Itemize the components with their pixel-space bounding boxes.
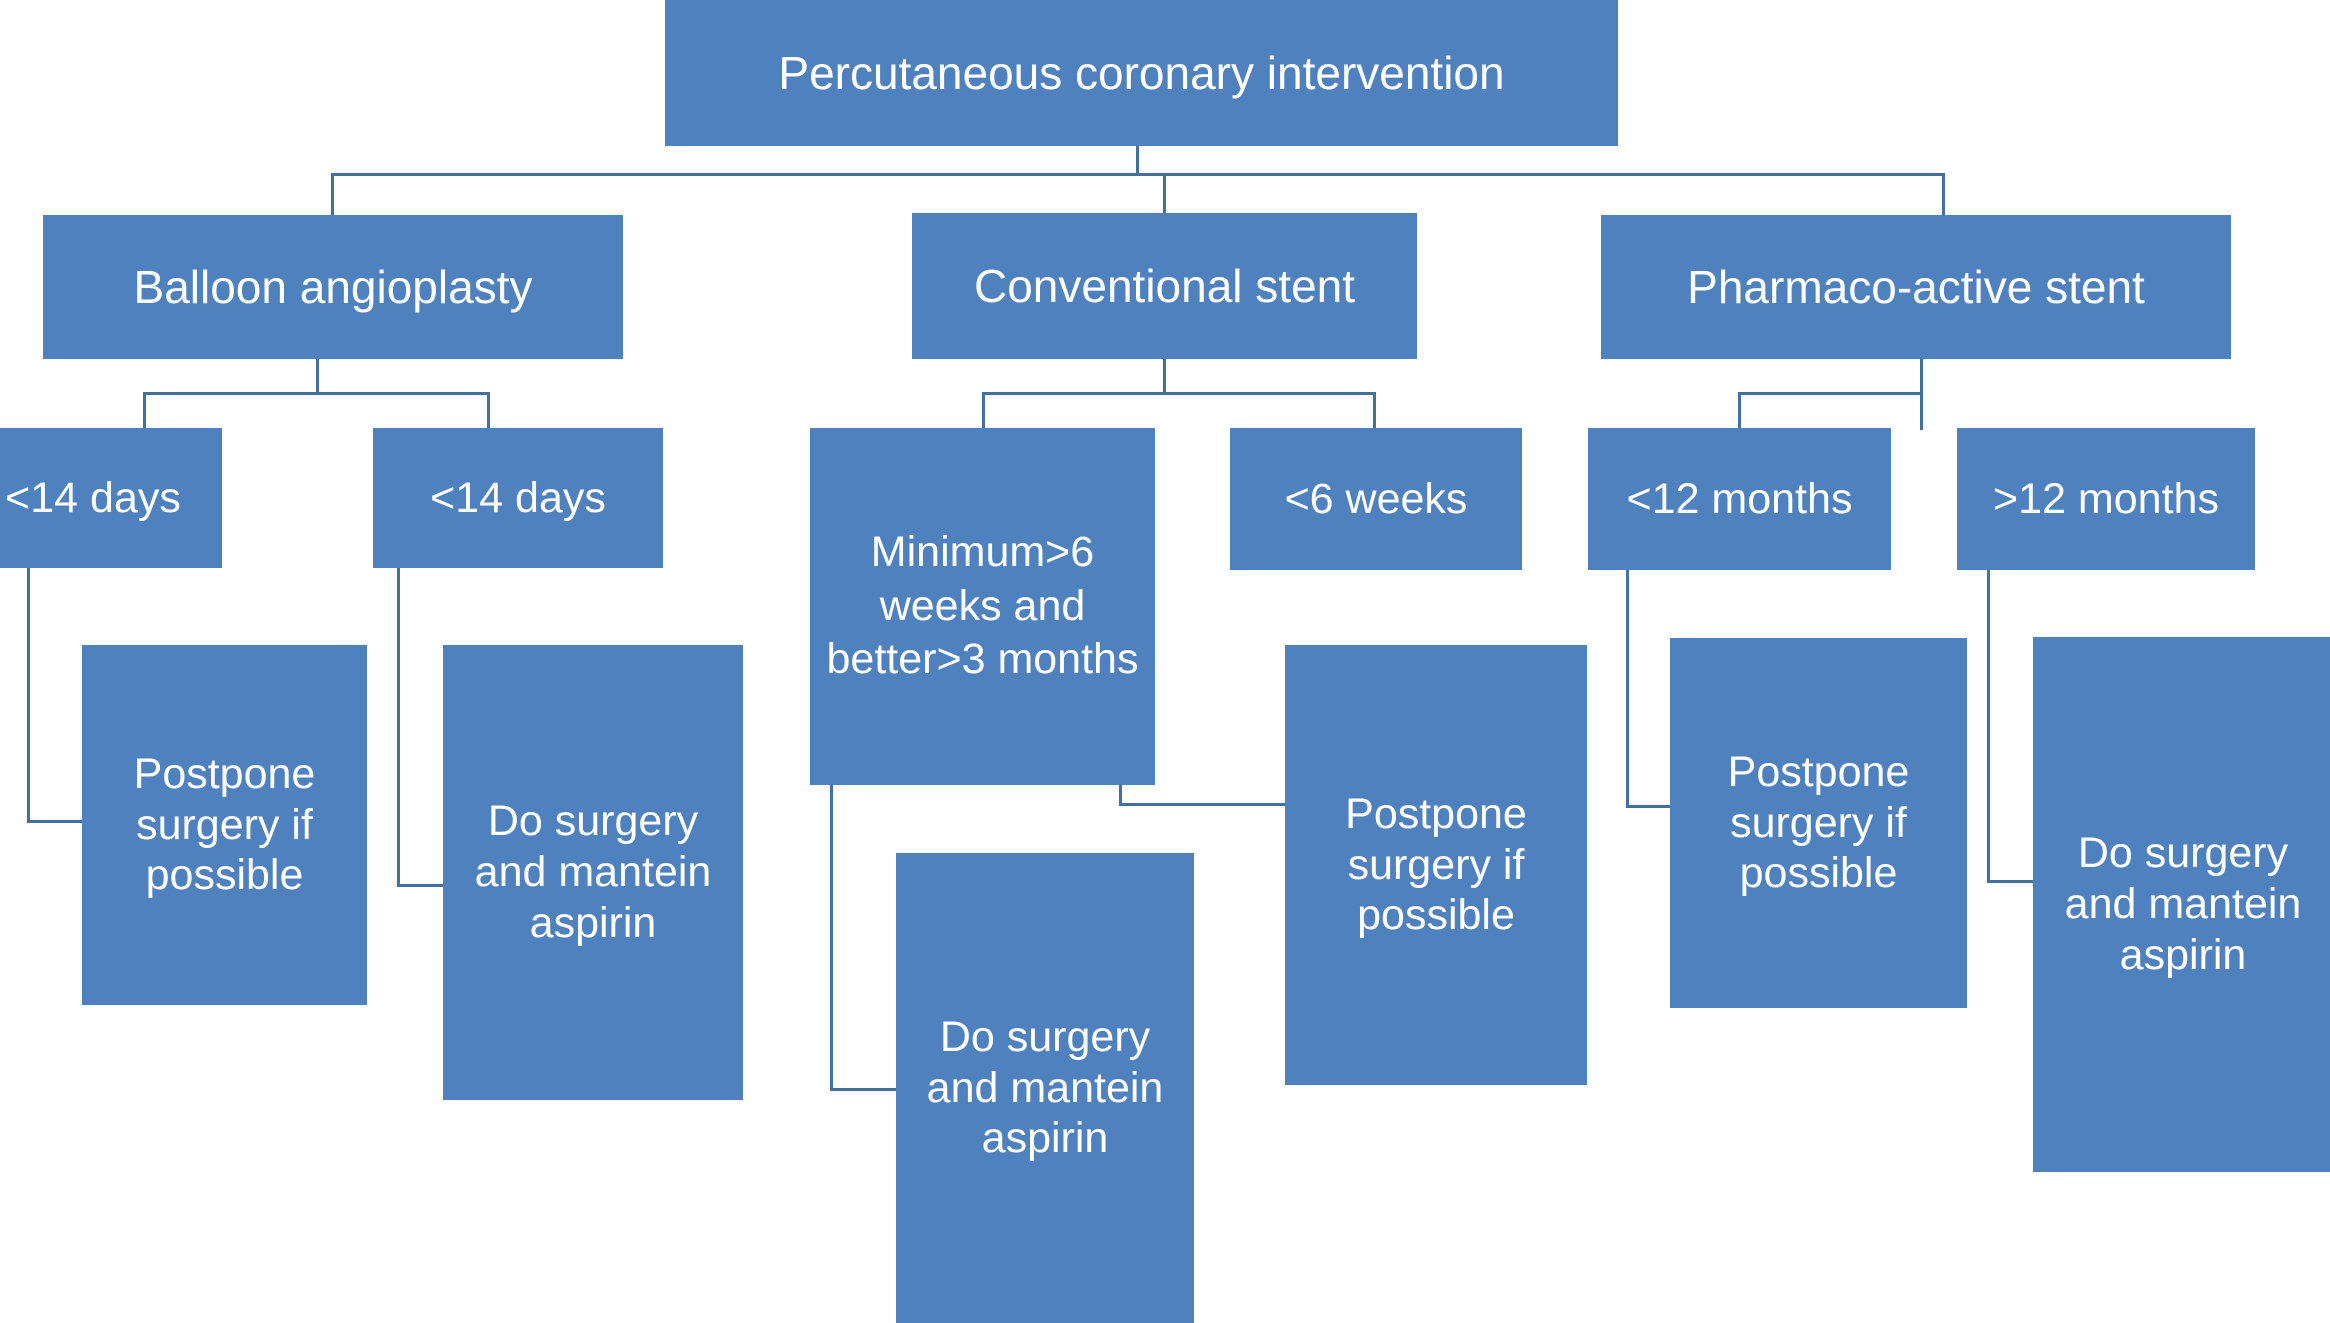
connector-conventional-to-right-timing xyxy=(1373,392,1376,430)
node-balloon-right-action[interactable]: Do surgery and mantein aspirin xyxy=(443,645,743,1100)
node-pharmaco-right-timing[interactable]: >12 months xyxy=(1957,428,2255,570)
connector-conventional-right-elbow-h xyxy=(1119,803,1287,806)
node-balloon-left-action[interactable]: Postpone surgery if possible xyxy=(82,645,367,1005)
connector-balloon-bus xyxy=(143,392,490,395)
node-balloon-left-timing[interactable]: <14 days xyxy=(0,428,222,568)
connector-pharmaco-to-left-timing xyxy=(1738,392,1741,430)
node-conventional-left-timing[interactable]: Minimum>6 weeks and better>3 months xyxy=(810,428,1155,785)
connector-pharmaco-right-elbow-v xyxy=(1987,570,1990,883)
node-branch-pharmaco[interactable]: Pharmaco-active stent xyxy=(1601,215,2231,359)
connector-pharmaco-bus xyxy=(1738,392,1923,395)
node-conventional-left-action[interactable]: Do surgery and mantein aspirin xyxy=(896,853,1194,1323)
node-branch-conventional[interactable]: Conventional stent xyxy=(912,213,1417,359)
connector-conventional-bus xyxy=(982,392,1376,395)
connector-root-stem xyxy=(1136,145,1139,175)
connector-pharmaco-left-elbow-v xyxy=(1626,570,1629,808)
connector-balloon-left-elbow-h xyxy=(27,820,82,823)
connector-conventional-stem xyxy=(1163,358,1166,394)
connector-root-to-pharmaco xyxy=(1942,173,1945,217)
connector-balloon-left-elbow-v xyxy=(27,567,30,823)
connector-root-bus xyxy=(331,173,1945,176)
connector-conventional-left-elbow-v xyxy=(830,785,833,1090)
node-conventional-right-action[interactable]: Postpone surgery if possible xyxy=(1285,645,1587,1085)
node-root[interactable]: Percutaneous coronary intervention xyxy=(665,0,1618,146)
connector-pharmaco-right-elbow-h xyxy=(1987,880,2037,883)
connector-pharmaco-to-right-timing xyxy=(1920,392,1923,430)
node-conventional-right-timing[interactable]: <6 weeks xyxy=(1230,428,1522,570)
connector-pharmaco-left-elbow-h xyxy=(1626,805,1672,808)
connector-balloon-right-elbow-v xyxy=(397,567,400,887)
node-pharmaco-left-timing[interactable]: <12 months xyxy=(1588,428,1891,570)
connector-root-to-balloon xyxy=(331,173,334,217)
connector-balloon-stem xyxy=(316,358,319,394)
connector-conventional-left-elbow-h xyxy=(830,1088,897,1091)
connector-balloon-to-left-timing xyxy=(143,392,146,430)
node-pharmaco-right-action[interactable]: Do surgery and mantein aspirin xyxy=(2033,637,2330,1172)
connector-balloon-right-elbow-h xyxy=(397,884,448,887)
connector-conventional-to-left-timing xyxy=(982,392,985,430)
node-pharmaco-left-action[interactable]: Postpone surgery if possible xyxy=(1670,638,1967,1008)
node-balloon-right-timing[interactable]: <14 days xyxy=(373,428,663,568)
connector-root-to-conventional xyxy=(1163,173,1166,215)
connector-balloon-to-right-timing xyxy=(487,392,490,430)
connector-pharmaco-stem xyxy=(1920,358,1923,394)
node-branch-balloon[interactable]: Balloon angioplasty xyxy=(43,215,623,359)
